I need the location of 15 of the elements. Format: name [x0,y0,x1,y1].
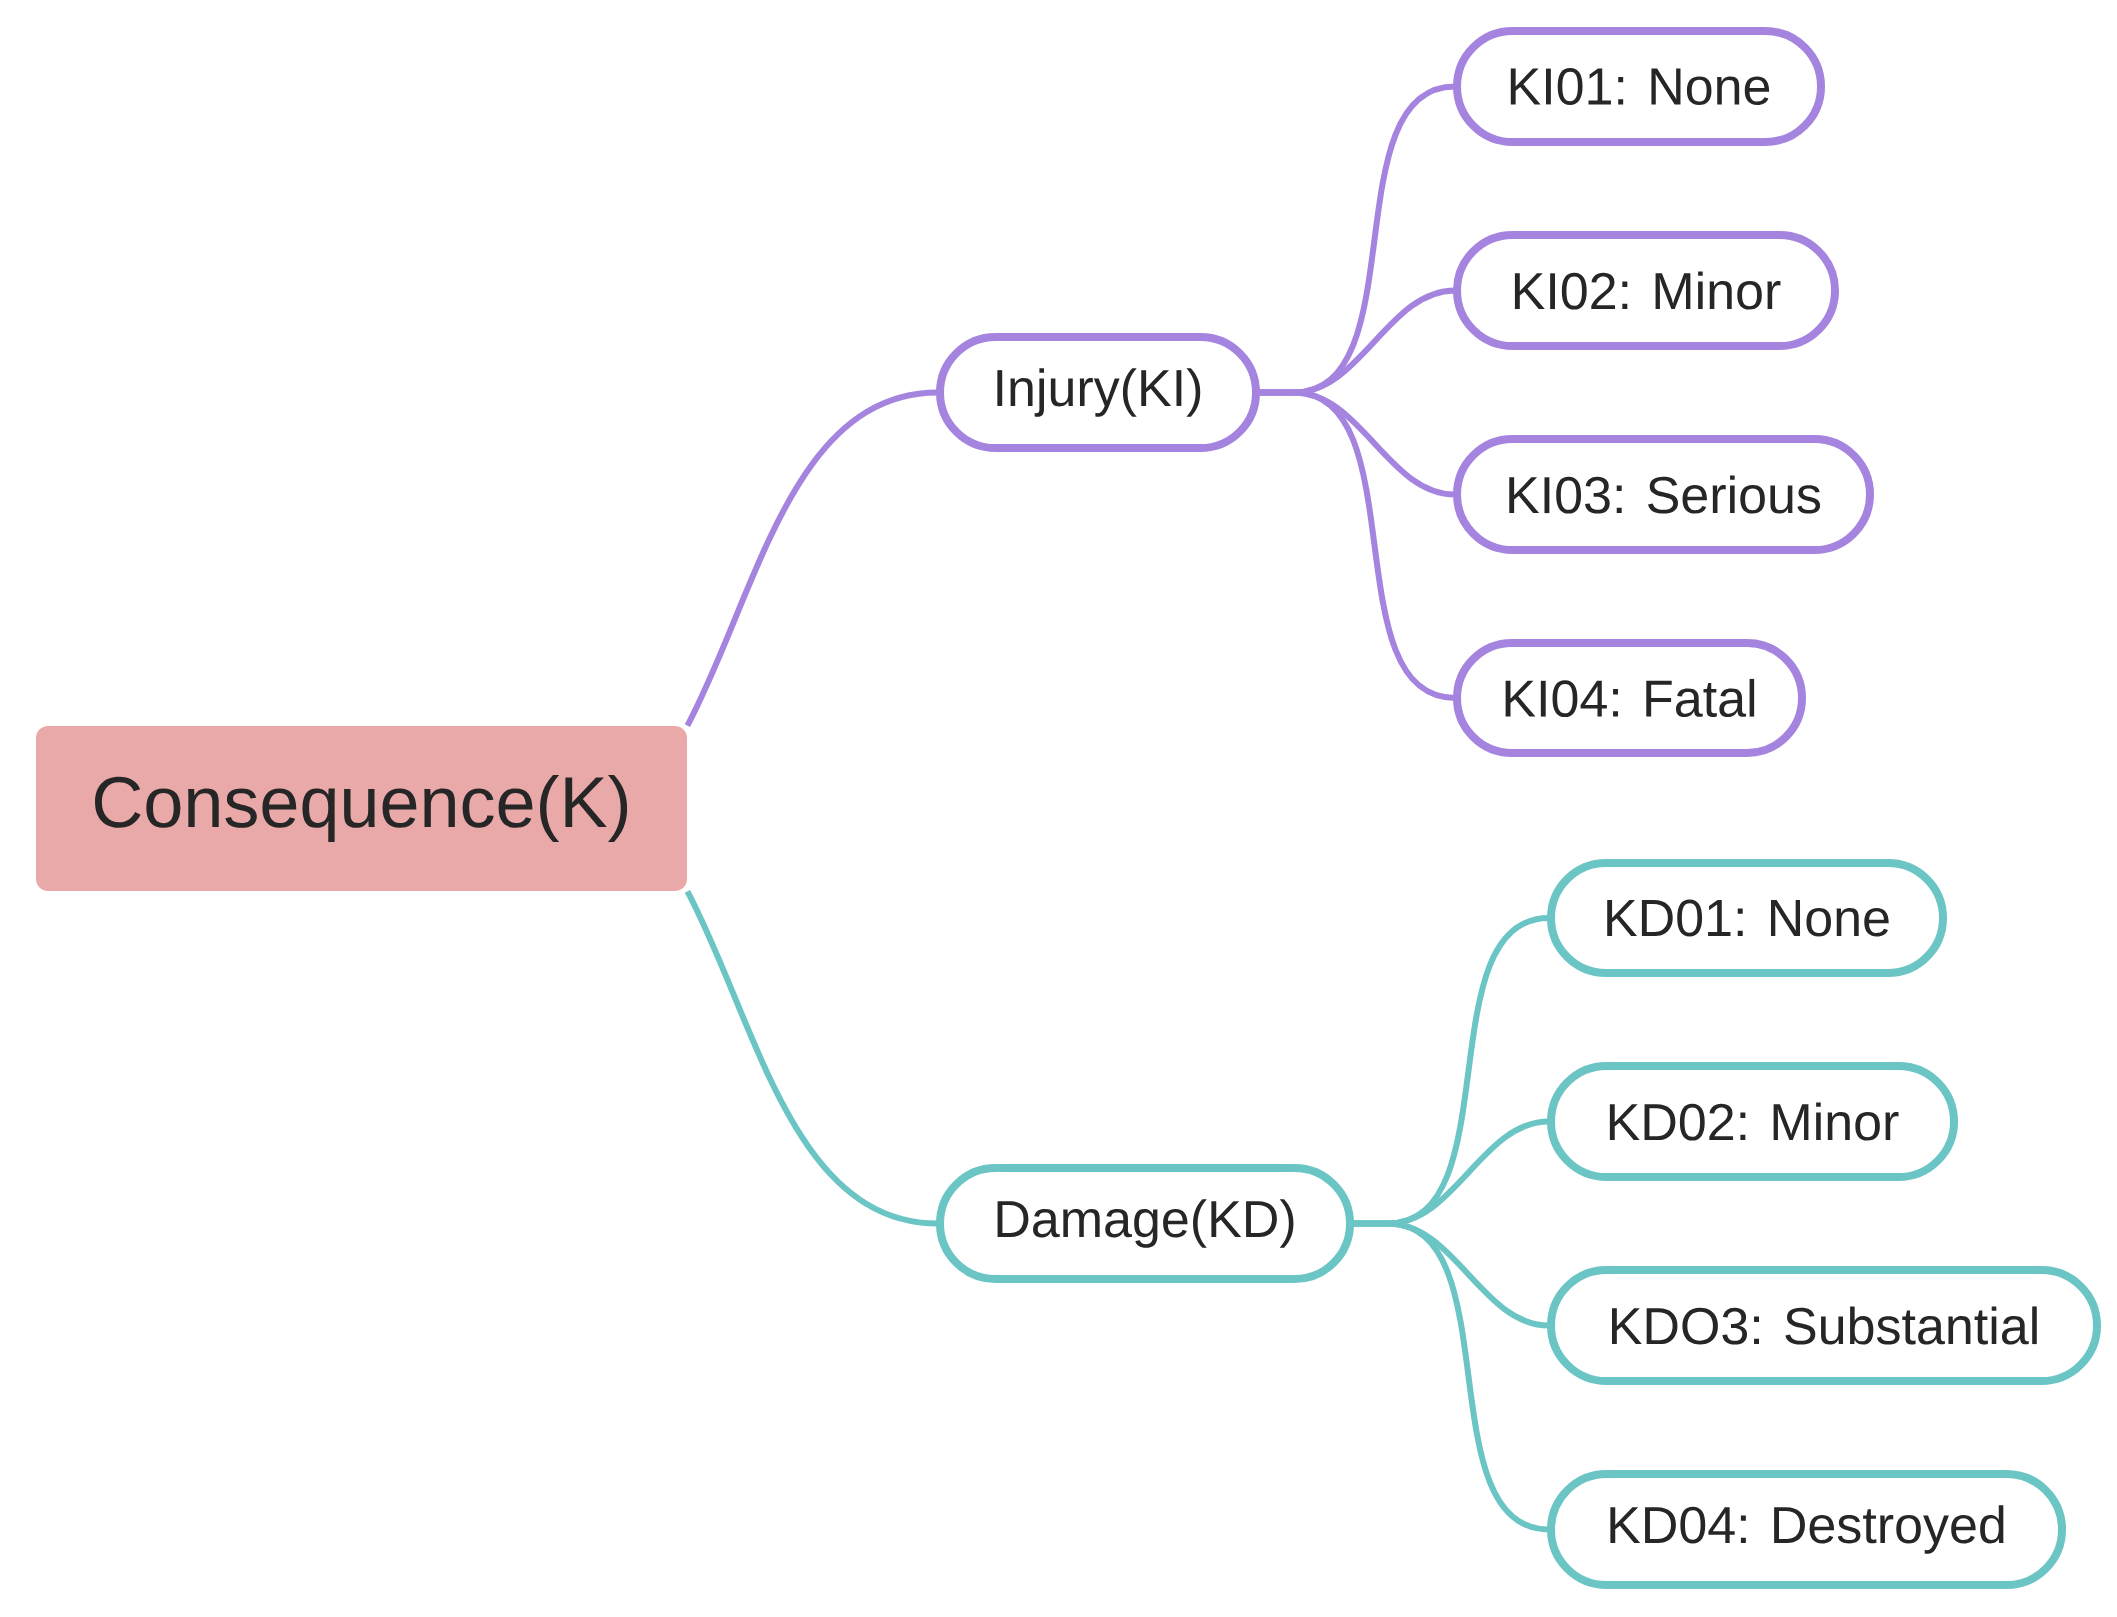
mind-map-node: Damage(KD) [936,1164,1354,1283]
branch-line [1352,1220,1550,1533]
mind-map-node: KI04: Fatal [1453,639,1806,757]
branch-line [1258,389,1456,701]
mind-map-node: KDO3: Substantial [1547,1266,2101,1385]
mind-map-node: KI01: None [1453,27,1825,146]
mind-map-node: Injury(KI) [936,333,1260,452]
mind-map-node: KD04: Destroyed [1547,1470,2066,1589]
branch-line [684,389,939,727]
mind-map-node: KD01: None [1547,859,1947,977]
mind-map-node: KD02: Minor [1547,1062,1958,1181]
mind-map-node: KI02: Minor [1453,231,1839,350]
root-node: Consequence(K) [36,726,687,891]
branch-line [684,890,939,1227]
mind-map-node: KI03: Serious [1453,435,1874,554]
